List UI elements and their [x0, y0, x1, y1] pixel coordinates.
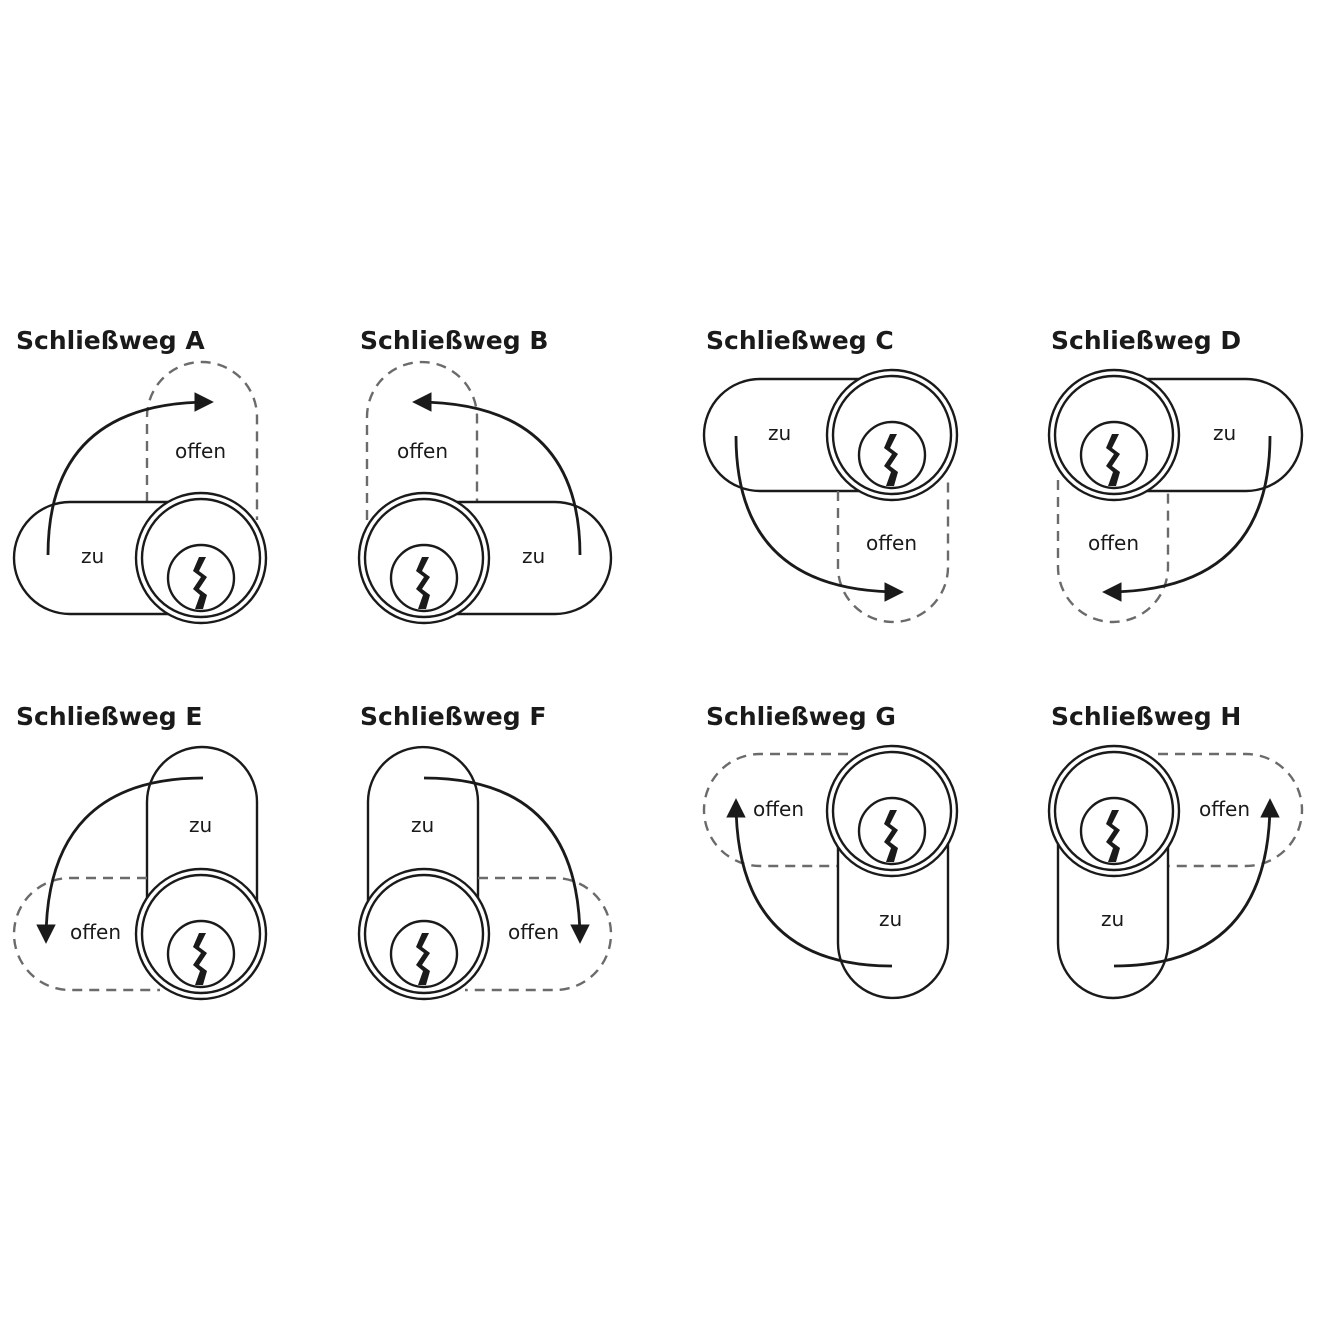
diagram-f-arrow [423, 776, 590, 944]
diagram-b-arrow [412, 392, 582, 556]
diagram-a-title: Schließweg A [16, 326, 205, 355]
diagram-g-zu-label: zu [879, 907, 902, 931]
diagram-e-cylinder [134, 867, 268, 1001]
diagram-g-title: Schließweg G [706, 702, 896, 731]
diagram-a: Schließweg A offen zu [12, 326, 268, 625]
diagram-c-offen-outline [836, 480, 950, 624]
diagram-g: Schließweg G offen zu [702, 702, 959, 1000]
diagram-e-title: Schließweg E [16, 702, 202, 731]
diagram-b-offen-outline [365, 360, 479, 520]
diagram-d-offen-label: offen [1088, 531, 1139, 555]
diagram-a-arrow [46, 392, 214, 556]
diagram-c-arrow [734, 435, 904, 602]
diagram-b: Schließweg B offen zu [357, 326, 613, 625]
diagram-h-title: Schließweg H [1051, 702, 1241, 731]
diagram-h: Schließweg H offen zu [1047, 702, 1304, 1000]
diagram-d-cylinder [1047, 368, 1181, 502]
diagram-d-zu-outline [1114, 377, 1304, 493]
diagram-h-offen-label: offen [1199, 797, 1250, 821]
diagram-h-offen-outline [1158, 752, 1304, 868]
diagram-g-offen-label: offen [753, 797, 804, 821]
diagram-f-zu-label: zu [411, 813, 434, 837]
diagram-c-offen-label: offen [866, 531, 917, 555]
diagram-e-offen-label: offen [70, 920, 121, 944]
diagram-f-cylinder [357, 867, 491, 1001]
diagram-h-arrow [1113, 798, 1280, 968]
diagram-a-cylinder [134, 491, 268, 625]
diagram-b-title: Schließweg B [360, 326, 548, 355]
diagram-f: Schließweg F zu offen [357, 702, 613, 1001]
diagram-c-title: Schließweg C [706, 326, 894, 355]
diagram-g-arrow [726, 798, 893, 968]
diagram-e: Schließweg E zu offen [12, 702, 268, 1001]
diagram-d-arrow [1102, 435, 1272, 602]
diagram-g-offen-outline [702, 752, 848, 868]
diagram-g-zu-outline [836, 812, 950, 1000]
diagram-e-arrow [36, 776, 204, 944]
diagram-f-title: Schließweg F [360, 702, 546, 731]
diagram-c: Schließweg C zu offen [702, 326, 959, 624]
diagram-c-zu-outline [702, 377, 892, 493]
diagram-a-offen-label: offen [175, 439, 226, 463]
diagram-b-offen-label: offen [397, 439, 448, 463]
diagram-f-offen-label: offen [508, 920, 559, 944]
diagram-e-zu-outline [145, 745, 259, 934]
diagram-h-zu-outline [1056, 812, 1170, 1000]
diagram-a-zu-outline [12, 500, 201, 616]
diagram-h-cylinder [1047, 744, 1181, 878]
diagram-d-title: Schließweg D [1051, 326, 1241, 355]
diagram-d-zu-label: zu [1213, 421, 1236, 445]
diagram-b-zu-label: zu [522, 544, 545, 568]
diagram-g-cylinder [825, 744, 959, 878]
diagram-a-offen-outline [145, 360, 259, 520]
diagram-h-zu-label: zu [1101, 907, 1124, 931]
diagram-b-cylinder [357, 491, 491, 625]
diagram-c-zu-label: zu [768, 421, 791, 445]
diagram-c-cylinder [825, 368, 959, 502]
diagram-d: Schließweg D zu offen [1047, 326, 1304, 624]
diagram-a-zu-label: zu [81, 544, 104, 568]
diagram-e-zu-label: zu [189, 813, 212, 837]
